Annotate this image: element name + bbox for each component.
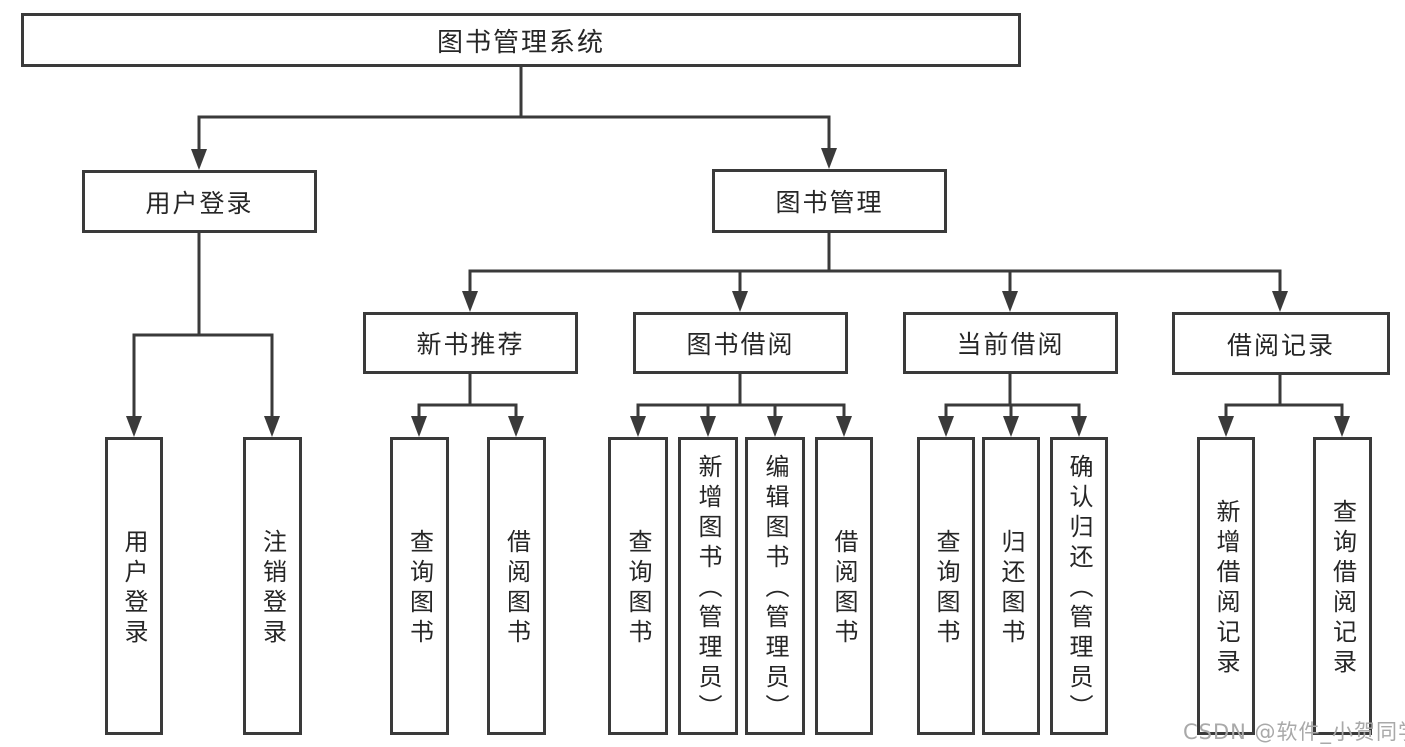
- connector-newbook-to-leaves: [417, 372, 518, 421]
- node-book-borrowing: 图书借阅: [633, 312, 848, 374]
- arrowhead-leaf-user-login: [126, 416, 142, 437]
- arrowhead-borrow-books-1: [508, 416, 524, 437]
- leaf-edit-book-admin: 编辑图书（管理员）: [745, 437, 805, 735]
- connector-records-to-leaves: [1224, 372, 1344, 421]
- leaf-query-books-2-label: 查询图书: [624, 529, 652, 649]
- node-root-label: 图书管理系统: [436, 27, 605, 58]
- connector-mgmt-to-groups: [468, 231, 1282, 296]
- leaf-borrow-books-2: 借阅图书: [815, 437, 873, 735]
- node-book-management: 图书管理: [712, 169, 947, 233]
- arrowhead-user-login: [191, 149, 207, 170]
- leaf-logout: 注销登录: [243, 437, 302, 735]
- leaf-return-books: 归还图书: [982, 437, 1040, 735]
- leaf-query-books-3: 查询图书: [917, 437, 975, 735]
- node-new-book-recommendation-label: 新书推荐: [416, 330, 525, 359]
- arrowhead-borrow-records: [1272, 291, 1288, 312]
- connector-root-to-level2: [197, 65, 831, 153]
- arrowhead-return-books: [1003, 416, 1019, 437]
- arrowhead-book-borrow: [732, 291, 748, 312]
- leaf-user-login-label: 用户登录: [120, 529, 148, 649]
- arrowhead-current-borrow: [1002, 291, 1018, 312]
- leaf-add-book-admin: 新增图书（管理员）: [678, 437, 738, 735]
- arrowhead-query-books-2: [630, 416, 646, 437]
- leaf-query-books-1-label: 查询图书: [405, 529, 434, 649]
- leaf-add-borrow-record: 新增借阅记录: [1197, 437, 1255, 735]
- node-borrowing-records-label: 借阅记录: [1226, 330, 1335, 360]
- node-current-borrowing-label: 当前借阅: [956, 330, 1065, 359]
- arrowhead-query-books-1: [411, 416, 427, 437]
- leaf-logout-label: 注销登录: [258, 529, 287, 649]
- connector-login-to-leaves: [132, 231, 274, 421]
- node-borrowing-records: 借阅记录: [1172, 312, 1390, 375]
- arrowhead-confirm-return: [1071, 416, 1087, 437]
- leaf-borrow-books-2-label: 借阅图书: [830, 529, 858, 649]
- arrowhead-query-books-3: [938, 416, 954, 437]
- node-book-borrowing-label: 图书借阅: [686, 330, 795, 359]
- connector-current-to-leaves: [944, 372, 1081, 421]
- leaf-query-borrow-record: 查询借阅记录: [1313, 437, 1372, 735]
- leaf-add-book-admin-label: 新增图书（管理员）: [694, 454, 722, 724]
- leaf-query-books-2: 查询图书: [608, 437, 668, 735]
- leaf-confirm-return-admin-label: 确认归还（管理员）: [1065, 454, 1093, 724]
- leaf-query-books-1: 查询图书: [390, 437, 449, 735]
- leaf-query-borrow-record-label: 查询借阅记录: [1328, 499, 1357, 679]
- arrowhead-leaf-logout: [264, 416, 280, 437]
- leaf-confirm-return-admin: 确认归还（管理员）: [1050, 437, 1108, 735]
- arrowhead-new-book-rec: [462, 291, 478, 312]
- arrowhead-borrow-books-2: [836, 416, 852, 437]
- arrowhead-add-borrow-record: [1218, 416, 1234, 437]
- leaf-return-books-label: 归还图书: [997, 529, 1025, 649]
- leaf-user-login: 用户登录: [105, 437, 163, 735]
- arrowhead-query-borrow-record: [1334, 416, 1350, 437]
- node-root-system: 图书管理系统: [21, 13, 1021, 67]
- arrowhead-add-book: [700, 416, 716, 437]
- node-user-login-branch-label: 用户登录: [145, 188, 254, 218]
- node-new-book-recommendation: 新书推荐: [363, 312, 578, 374]
- node-book-management-label: 图书管理: [775, 188, 884, 217]
- arrowhead-book-mgmt: [821, 148, 837, 169]
- leaf-borrow-books-1-label: 借阅图书: [502, 529, 531, 649]
- leaf-borrow-books-1: 借阅图书: [487, 437, 546, 735]
- leaf-add-borrow-record-label: 新增借阅记录: [1212, 499, 1240, 679]
- csdn-watermark: CSDN @软件_小贺同学: [1183, 720, 1405, 744]
- node-user-login-branch: 用户登录: [82, 170, 317, 233]
- arrowhead-edit-book: [767, 416, 783, 437]
- leaf-query-books-3-label: 查询图书: [932, 529, 960, 649]
- node-current-borrowing: 当前借阅: [903, 312, 1118, 374]
- leaf-edit-book-admin-label: 编辑图书（管理员）: [761, 454, 789, 724]
- connector-borrowing-to-leaves: [636, 372, 846, 421]
